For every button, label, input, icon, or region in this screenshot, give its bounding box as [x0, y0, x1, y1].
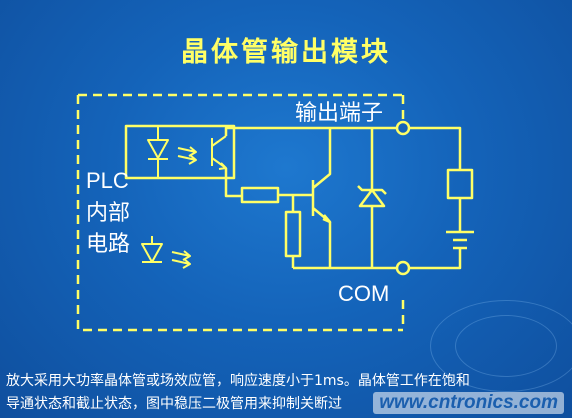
output-terminal-com — [395, 260, 411, 276]
com-label: COM — [338, 281, 390, 306]
zener-diode-icon — [357, 128, 387, 268]
light-arrow-icon — [177, 146, 197, 165]
optocoupler-body — [124, 124, 236, 180]
watermark: www.cntronics.com — [373, 392, 564, 414]
pulldown-resistor — [284, 210, 302, 258]
battery-icon — [446, 230, 474, 250]
caption-line: 导通状态和截止状态，图中稳压二极管用来抑制关断过 — [6, 396, 342, 412]
plc-internal-label: 内部 — [86, 201, 131, 226]
caption: 放大采用大功率晶体管或场效应管，响应速度小于1ms。晶体管工作在饱和 导通状态和… — [6, 370, 566, 416]
phototransistor-icon — [211, 135, 227, 170]
light-arrow-icon — [171, 250, 191, 269]
plc-circuit-label: 电路 — [86, 232, 131, 257]
output-terminal-top — [395, 120, 411, 136]
output-terminal-label: 输出端子 — [295, 101, 384, 126]
indicator-led-icon — [141, 236, 163, 263]
ripple-decoration — [430, 300, 572, 392]
external-wire — [403, 126, 462, 270]
base-resistor — [240, 186, 280, 204]
top-supply-wire — [224, 126, 403, 136]
slide-title: 晶体管输出模块 — [181, 37, 391, 68]
load-box — [446, 168, 474, 200]
plc-label: PLC — [86, 168, 129, 193]
optocoupler-led-icon — [147, 139, 169, 160]
caption-line: 放大采用大功率晶体管或场效应管，响应速度小于1ms。晶体管工作在饱和 — [6, 373, 470, 389]
output-transistor-icon — [311, 128, 332, 224]
ripple-decoration — [455, 315, 557, 377]
